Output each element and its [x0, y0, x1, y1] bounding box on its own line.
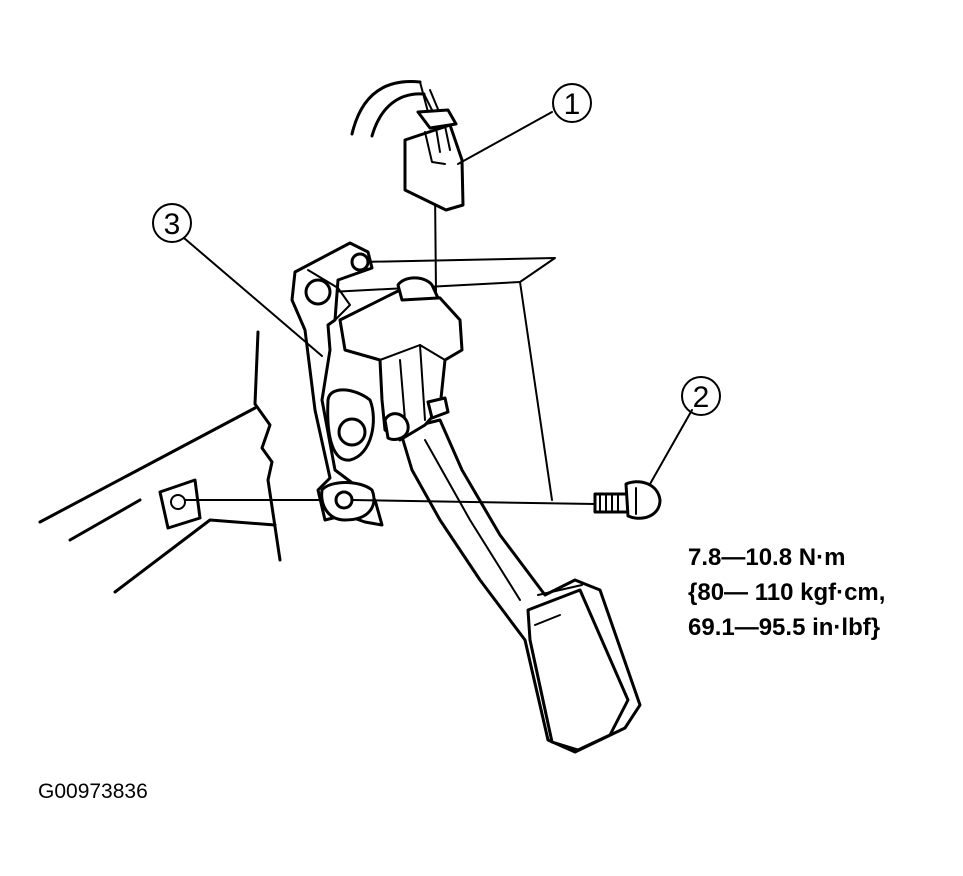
callout-1-label: 1	[564, 88, 581, 121]
connector-1	[350, 80, 465, 212]
body-bolt-hole-plate	[158, 478, 202, 530]
bracket-hole-top-left	[304, 278, 332, 306]
torque-spec-line-3: 69.1—95.5 in·lbf}	[688, 614, 881, 641]
callout-1: 1	[552, 83, 592, 123]
callout-1-circle	[552, 83, 592, 123]
figure-id: G00973836	[38, 780, 148, 803]
callout-3-label: 3	[164, 208, 181, 241]
bracket-hole-top-right	[350, 252, 370, 272]
vehicle-body-panel	[38, 330, 331, 594]
torque-spec: 7.8—10.8 N·m {80— 110 kgf·cm, 69.1—95.5 …	[688, 540, 885, 645]
pedal-arm	[398, 418, 642, 754]
pedal-bracket-3	[290, 241, 384, 527]
bolt-2	[351, 480, 662, 520]
leader-1	[457, 111, 553, 165]
callout-2-label: 2	[693, 381, 710, 414]
body-bolt-hole	[170, 494, 186, 510]
callout-2: 2	[681, 376, 721, 416]
leader-2	[649, 409, 693, 485]
callout-3-circle	[152, 203, 192, 243]
pivot-hole	[337, 417, 367, 447]
callout-2-circle	[681, 376, 721, 416]
torque-spec-line-2: {80— 110 kgf·cm,	[688, 579, 886, 606]
leader-lines	[183, 111, 693, 485]
pedal-sensor-housing	[338, 276, 464, 442]
callout-3: 3	[152, 203, 192, 243]
leader-3	[183, 237, 323, 357]
torque-spec-line-1: 7.8—10.8 N·m	[688, 544, 846, 571]
